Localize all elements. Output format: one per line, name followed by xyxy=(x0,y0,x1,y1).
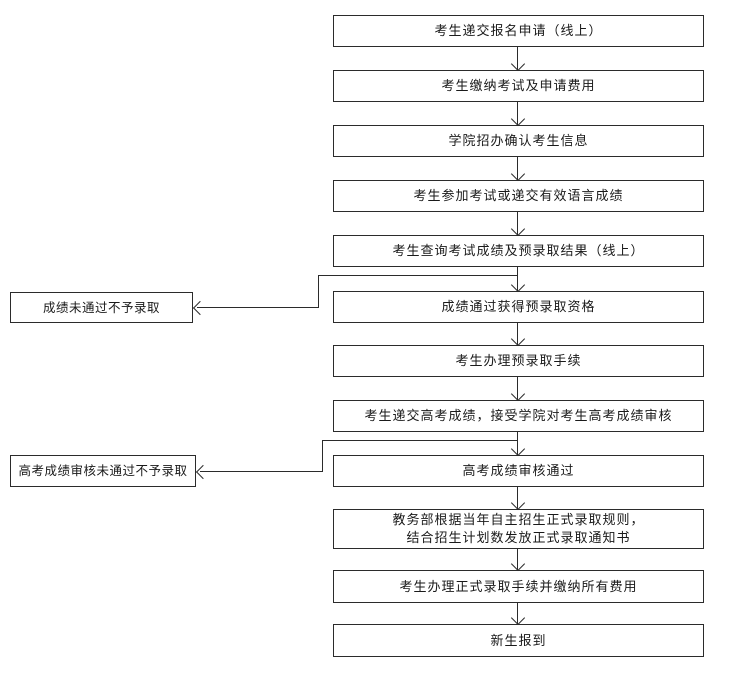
arrow-down-icon-2 xyxy=(510,111,526,127)
connector-line-9 xyxy=(517,487,518,509)
flow-step-new-student-registration: 新生报到 xyxy=(333,624,704,657)
arrow-down-icon-10 xyxy=(510,556,526,572)
reject-box-gaokao-failed: 高考成绩审核未通过不予录取 xyxy=(10,455,196,487)
branch1-arrow-line xyxy=(197,307,318,308)
branch1-top-line xyxy=(318,275,518,276)
flow-step-issue-admission-letter: 教务部根据当年自主招生正式录取规则， 结合招生计划数发放正式录取通知书 xyxy=(333,509,704,549)
connector-line-2 xyxy=(517,102,518,125)
flow-step-submit-application: 考生递交报名申请（线上） xyxy=(333,15,704,47)
branch2-drop-line xyxy=(322,440,323,472)
connector-line-11 xyxy=(517,603,518,624)
connector-line-6 xyxy=(517,323,518,345)
connector-line-4 xyxy=(517,212,518,235)
arrow-down-icon-5 xyxy=(510,277,526,293)
connector-line-7 xyxy=(517,377,518,400)
reject-box-score-failed: 成绩未通过不予录取 xyxy=(10,292,193,323)
arrow-down-icon-9 xyxy=(510,495,526,511)
branch2-arrow-line xyxy=(200,471,322,472)
connector-line-5 xyxy=(517,267,518,291)
arrow-down-icon-4 xyxy=(510,221,526,237)
connector-line-10 xyxy=(517,549,518,570)
flow-step-pre-admission-formalities: 考生办理预录取手续 xyxy=(333,345,704,377)
flow-step-submit-gaokao-score: 考生递交高考成绩，接受学院对考生高考成绩审核 xyxy=(333,400,704,432)
flow-step-pay-exam-fee: 考生缴纳考试及申请费用 xyxy=(333,70,704,102)
flow-step-check-results: 考生查询考试成绩及预录取结果（线上） xyxy=(333,235,704,267)
arrow-down-icon-1 xyxy=(510,56,526,72)
arrow-down-icon-8 xyxy=(510,441,526,457)
arrow-left-icon-2 xyxy=(195,464,211,480)
connector-line-8 xyxy=(517,432,518,455)
flow-step-formal-admission-fees: 考生办理正式录取手续并缴纳所有费用 xyxy=(333,570,704,603)
branch1-drop-line xyxy=(318,275,319,308)
arrow-down-icon-11 xyxy=(510,610,526,626)
connector-line-3 xyxy=(517,157,518,180)
branch2-top-line xyxy=(322,440,518,441)
arrow-left-icon-1 xyxy=(192,300,208,316)
flow-step-pre-admission: 成绩通过获得预录取资格 xyxy=(333,291,704,323)
arrow-down-icon-6 xyxy=(510,331,526,347)
flow-step-take-exam: 考生参加考试或递交有效语言成绩 xyxy=(333,180,704,212)
connector-line-1 xyxy=(517,47,518,70)
flow-step-gaokao-review-passed: 高考成绩审核通过 xyxy=(333,455,704,487)
arrow-down-icon-3 xyxy=(510,166,526,182)
arrow-down-icon-7 xyxy=(510,386,526,402)
flow-step-confirm-info: 学院招办确认考生信息 xyxy=(333,125,704,157)
